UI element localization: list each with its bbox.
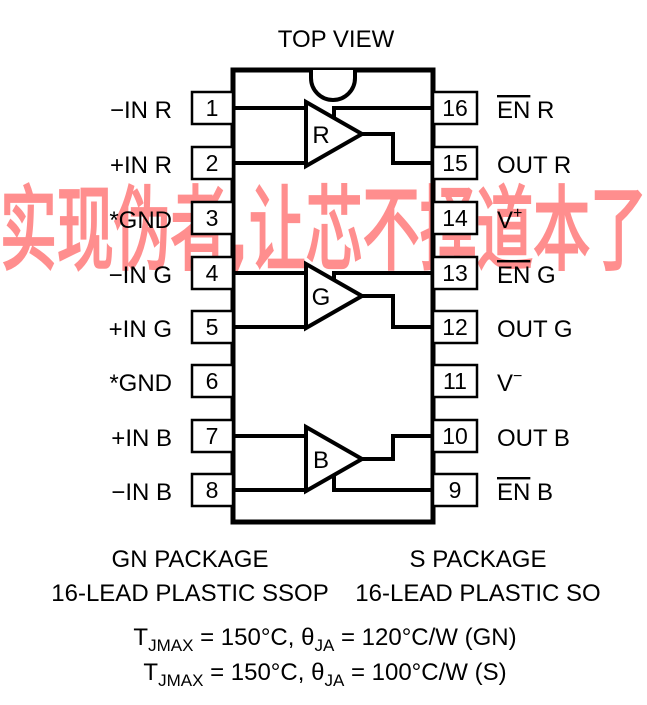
pin-label-3: *GND: [109, 207, 172, 234]
enable-channel-suffix: B: [530, 479, 553, 506]
top-view-title: TOP VIEW: [278, 26, 395, 53]
s-package-title: S PACKAGE: [410, 546, 547, 573]
supply-base: V: [497, 370, 513, 397]
enable-channel-suffix: G: [530, 262, 555, 289]
wire-amp-b-to-pin10: [362, 434, 433, 461]
supply-superscript: −: [513, 368, 522, 385]
gn-package-desc: 16-LEAD PLASTIC SSOP: [51, 580, 328, 607]
pin-box-3: [190, 200, 235, 236]
pin-number-13: 13: [442, 260, 468, 286]
wire-pin5-to-amp-g: [233, 318, 308, 329]
pin-label-5: +IN G: [109, 316, 172, 343]
pin-number-2: 2: [206, 150, 219, 176]
pin-label-9: EN B: [497, 479, 553, 506]
wire-pin9-to-amp-b: [332, 474, 433, 492]
pin-box-8: [190, 472, 235, 508]
pin-number-14: 14: [442, 205, 468, 231]
pin-number-6: 6: [206, 368, 219, 394]
theta-subscript: JA: [314, 636, 335, 655]
pin-number-9: 9: [449, 477, 462, 503]
left-pin-group: [190, 90, 235, 508]
gn-package-title: GN PACKAGE: [112, 546, 269, 573]
temp-value: = 150°C,: [203, 659, 311, 686]
amplifiers: [304, 98, 367, 495]
pin-label-6: *GND: [109, 370, 172, 397]
right-pin-group: [431, 90, 479, 508]
wire-pin2-to-amp-r: [233, 156, 308, 165]
pin-label-8: −IN B: [111, 479, 172, 506]
wire-amp-r-to-pin15: [362, 132, 433, 165]
theta-symbol: θ: [301, 624, 314, 651]
amplifier-b: [304, 423, 367, 495]
resistance-value: = 100°C/W (S): [344, 659, 506, 686]
theta-subscript: JA: [324, 671, 345, 690]
pin-label-7: +IN B: [111, 425, 172, 452]
pin-number-8: 8: [206, 477, 219, 503]
pin-label-16: EN R: [497, 97, 554, 124]
amplifier-label-b: B: [313, 447, 329, 474]
enable-channel-suffix: R: [530, 97, 554, 124]
enable-overline-text: EN: [497, 479, 530, 506]
pin-box-2: [190, 145, 235, 181]
pin-box-1: [190, 90, 235, 126]
temp-value: = 150°C,: [193, 624, 301, 651]
pin-number-5: 5: [206, 314, 219, 340]
pin-label-4: −IN G: [109, 262, 172, 289]
pin-label-12: OUT G: [497, 316, 573, 343]
t-symbol: T: [143, 659, 158, 686]
theta-symbol: θ: [311, 659, 324, 686]
pin-number-12: 12: [442, 314, 468, 340]
wire-pin8-to-amp-b: [233, 482, 308, 492]
pin-number-7: 7: [206, 423, 219, 449]
watermark: 实现伪者,让芯不择道本了: [0, 177, 647, 284]
enable-overline-text: EN: [497, 97, 530, 124]
pin-label-15: OUT R: [497, 152, 571, 179]
pin-box-6: [190, 363, 235, 399]
enable-overline-text: EN: [497, 262, 530, 289]
pin-number-10: 10: [442, 423, 468, 449]
pin-box-11: [431, 363, 479, 399]
t-subscript: JMAX: [148, 636, 193, 655]
t-subscript: JMAX: [158, 671, 203, 690]
supply-superscript: +: [513, 205, 522, 222]
pin-number-15: 15: [442, 150, 468, 176]
amplifier-label-g: G: [312, 284, 331, 311]
supply-base: V: [497, 207, 513, 234]
pin-box-7: [190, 418, 235, 454]
pin-label-10: OUT B: [497, 425, 570, 452]
pin-number-4: 4: [206, 260, 219, 286]
thermal-spec-gn: TJMAX = 150°C, θJA = 120°C/W (GN): [133, 624, 516, 655]
wire-pin16-to-amp-r: [332, 106, 433, 119]
pin-number-1: 1: [206, 95, 219, 121]
pin-number-16: 16: [442, 95, 468, 121]
t-symbol: T: [133, 624, 148, 651]
amplifier-r: [304, 98, 367, 170]
ic-notch: [309, 70, 357, 102]
wire-amp-g-to-pin12: [362, 294, 433, 329]
s-package-desc: 16-LEAD PLASTIC SO: [355, 580, 600, 607]
pin-box-12: [431, 309, 479, 345]
pin-number-11: 11: [443, 368, 467, 394]
amplifier-g: [304, 260, 367, 332]
amplifier-label-r: R: [312, 122, 329, 149]
pin-box-14: [431, 200, 479, 236]
pin-box-4: [190, 255, 235, 291]
pin-label-13: EN G: [497, 262, 556, 289]
pin-box-13: [431, 255, 479, 291]
pin-label-14: V+: [497, 205, 522, 234]
thermal-spec-s: TJMAX = 150°C, θJA = 100°C/W (S): [143, 659, 506, 690]
pin-label-2: +IN R: [110, 152, 172, 179]
pin-box-15: [431, 145, 479, 181]
pin-number-3: 3: [206, 205, 219, 231]
pin-label-11: V−: [497, 368, 522, 397]
resistance-value: = 120°C/W (GN): [334, 624, 516, 651]
pin-label-1: −IN R: [110, 97, 172, 124]
